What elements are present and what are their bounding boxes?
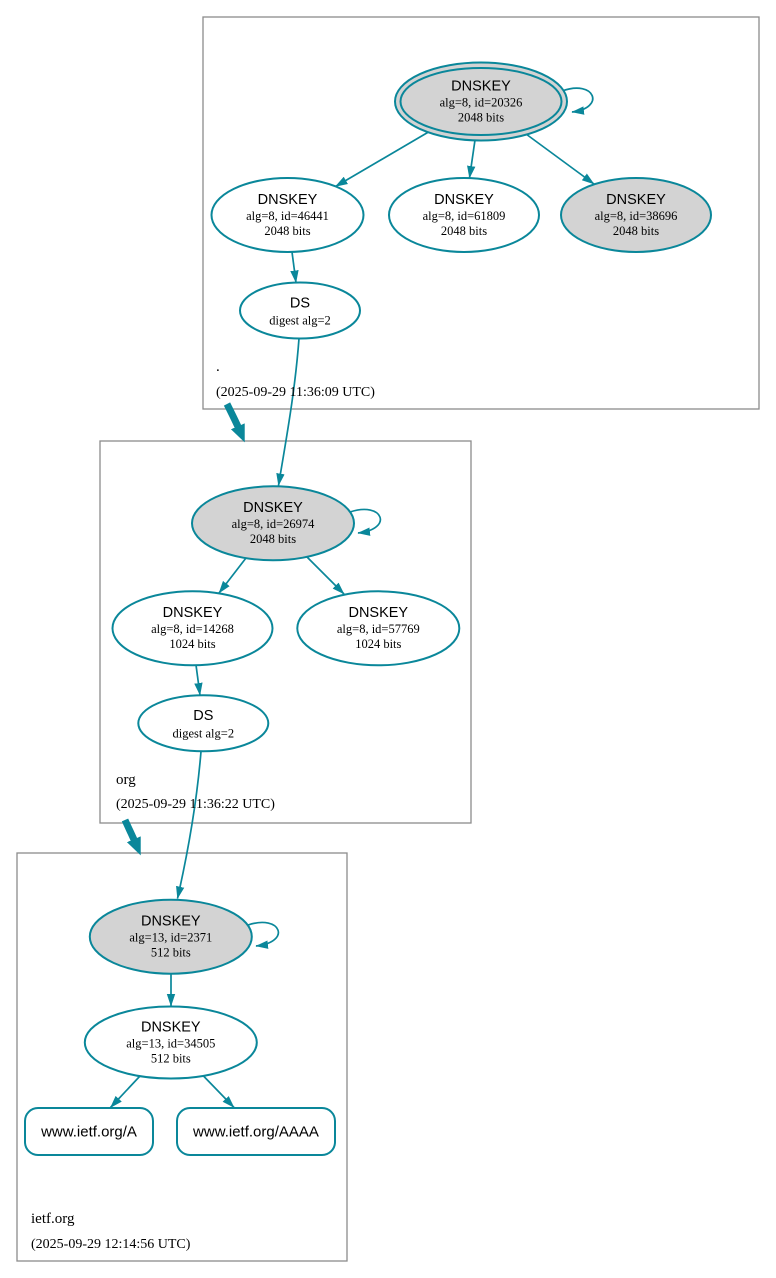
node-org-ds[interactable] <box>137 694 270 753</box>
node-detail: alg=13, id=34505 <box>126 1037 215 1051</box>
node-rrset-www-ietf-org-aaaa[interactable] <box>176 1107 336 1156</box>
edge-root-zsk1-to-ds <box>290 251 299 284</box>
node-detail: alg=8, id=20326 <box>440 96 523 110</box>
node-bits: 512 bits <box>151 946 191 960</box>
node-root-ds[interactable] <box>239 281 361 340</box>
node-bits: 1024 bits <box>169 637 215 651</box>
node-title: DNSKEY <box>451 79 511 95</box>
edge-root-ksk-to-zsk2 <box>467 139 476 179</box>
node-title: DS <box>290 296 310 312</box>
node-title: DNSKEY <box>243 500 303 516</box>
self-sign-loop-ietf-ksk <box>247 921 280 949</box>
edge-org-zsk1-to-ds <box>194 664 203 696</box>
node-root-ksk-inner-ring <box>399 67 563 136</box>
node-root-ksk[interactable] <box>394 61 568 142</box>
node-title: DNSKEY <box>348 605 408 621</box>
node-title: DNSKEY <box>141 914 201 930</box>
node-title: DNSKEY <box>434 192 494 208</box>
edge-org-ds-to-ietf-ksk <box>176 751 202 900</box>
node-root-zsk-38696[interactable] <box>560 177 712 253</box>
node-bits: 2048 bits <box>458 111 504 125</box>
rrset-label: www.ietf.org/A <box>40 1124 137 1141</box>
edge-ietf-zsk-to-aaaa <box>202 1074 235 1109</box>
node-detail: alg=8, id=46441 <box>246 209 329 223</box>
node-title: DS <box>193 708 213 724</box>
delegation-arrow-org-to-ietf <box>121 818 141 856</box>
node-org-zsk-57769[interactable] <box>296 590 461 667</box>
edge-org-ksk-to-zsk2 <box>306 556 345 595</box>
zone-name-org: org <box>116 772 136 788</box>
node-detail: alg=8, id=57769 <box>337 622 420 636</box>
node-bits: 512 bits <box>151 1052 191 1066</box>
node-org-zsk-14268[interactable] <box>111 590 274 667</box>
node-detail: digest alg=2 <box>173 727 235 741</box>
zone-ietf-org: DNSKEY alg=13, id=2371 512 bits DNSKEY a… <box>24 898 336 1252</box>
node-detail: alg=8, id=14268 <box>151 622 234 636</box>
self-sign-loop-root-ksk <box>561 87 594 115</box>
node-org-ksk[interactable] <box>191 485 355 562</box>
zone-root: DNSKEY alg=8, id=20326 2048 bits DNSKEY … <box>210 61 712 400</box>
node-detail: alg=8, id=61809 <box>423 209 506 223</box>
node-rrset-www-ietf-org-a[interactable] <box>24 1107 154 1156</box>
node-bits: 2048 bits <box>613 224 659 238</box>
zone-org: DNSKEY alg=8, id=26974 2048 bits DNSKEY … <box>111 485 461 812</box>
delegation-arrow-root-to-org <box>223 402 245 443</box>
node-ietf-ksk[interactable] <box>88 898 253 975</box>
node-title: DNSKEY <box>141 1020 201 1036</box>
node-title: DNSKEY <box>258 192 318 208</box>
edge-root-ksk-to-zsk1 <box>334 131 429 188</box>
node-bits: 1024 bits <box>355 637 401 651</box>
zone-timestamp-org: (2025-09-29 11:36:22 UTC) <box>116 797 275 812</box>
edge-ietf-zsk-to-a <box>109 1075 141 1109</box>
edge-root-ds-to-org-ksk <box>276 338 300 487</box>
node-root-zsk-61809[interactable] <box>388 177 540 253</box>
zone-name-root: . <box>216 359 220 375</box>
node-detail: alg=8, id=26974 <box>232 517 316 531</box>
node-root-zsk-46441[interactable] <box>210 177 365 253</box>
node-bits: 2048 bits <box>264 224 310 238</box>
node-bits: 2048 bits <box>250 532 296 546</box>
node-ietf-zsk-34505[interactable] <box>83 1005 258 1080</box>
node-title: DNSKEY <box>606 192 666 208</box>
edge-root-ksk-to-zsk3 <box>525 133 595 185</box>
node-detail: alg=13, id=2371 <box>129 931 212 945</box>
zone-name-ietf-org: ietf.org <box>31 1211 75 1227</box>
self-sign-loop-org-ksk <box>349 508 382 536</box>
node-title: DNSKEY <box>163 605 223 621</box>
node-detail: digest alg=2 <box>269 314 331 328</box>
rrset-label: www.ietf.org/AAAA <box>192 1124 319 1141</box>
edge-org-ksk-to-zsk1 <box>218 557 247 594</box>
zone-timestamp-ietf-org: (2025-09-29 12:14:56 UTC) <box>31 1237 191 1252</box>
zone-timestamp-root: (2025-09-29 11:36:09 UTC) <box>216 385 375 400</box>
node-bits: 2048 bits <box>441 224 487 238</box>
node-detail: alg=8, id=38696 <box>595 209 678 223</box>
